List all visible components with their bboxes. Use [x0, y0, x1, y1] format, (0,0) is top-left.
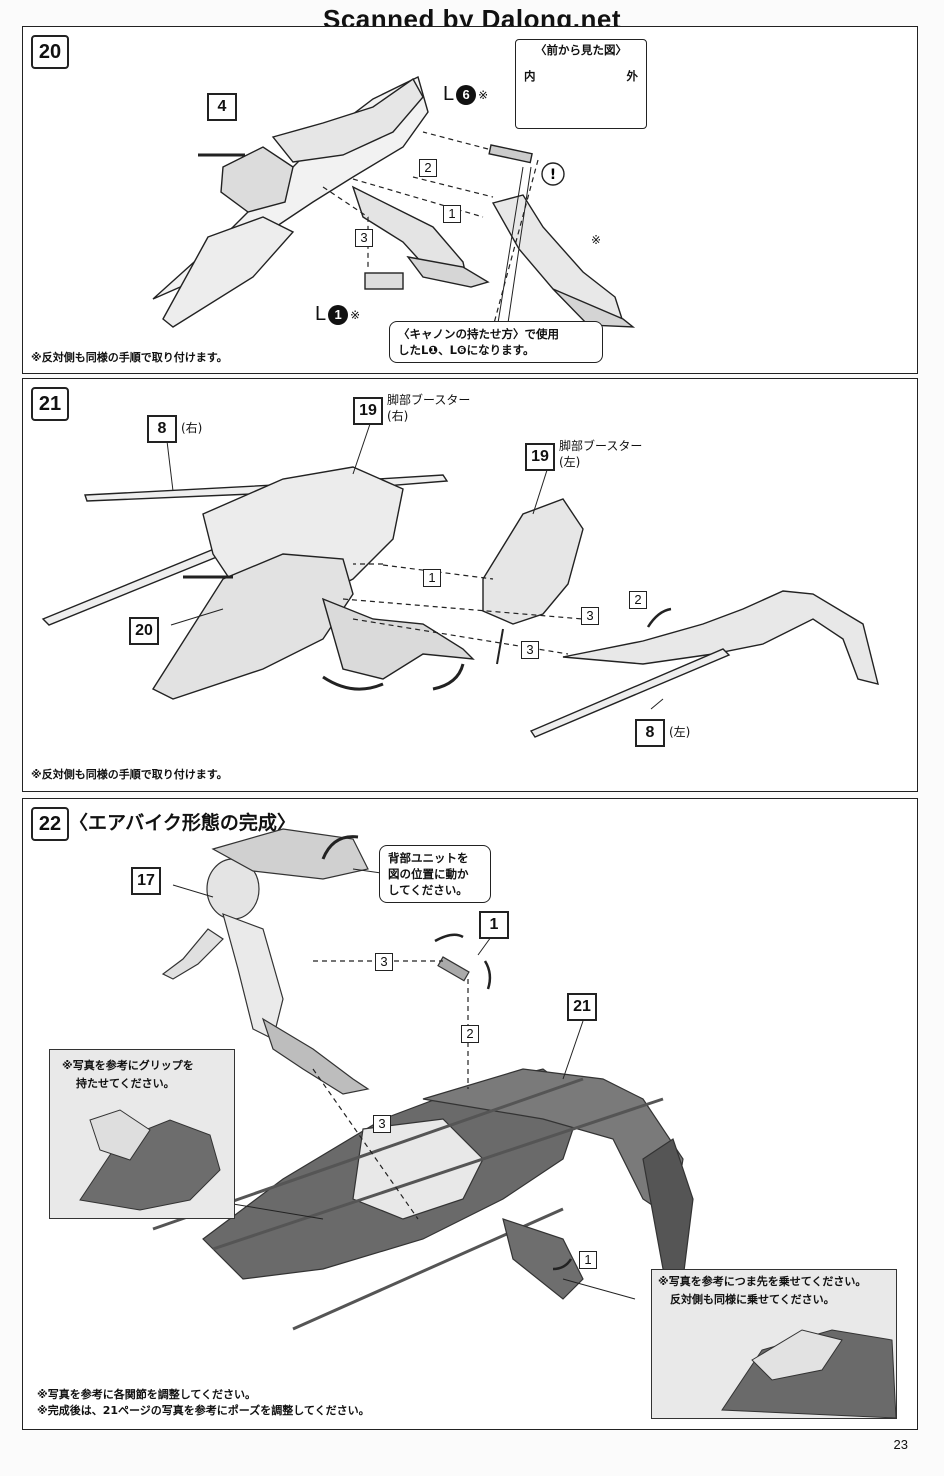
footnote: ※写真を参考に各関節を調整してください。: [37, 1388, 257, 1401]
runner-number: 6: [456, 84, 477, 105]
step-order-2: 2: [629, 591, 647, 609]
toe-photo-box: ※写真を参考につま先を乗せてください。 反対側も同様に乗せてください。: [651, 1269, 897, 1419]
toe-note-line: 反対側も同様に乗せてください。: [670, 1293, 835, 1306]
cannon-note: 〈キャノンの持たせ方〉で使用 したL❶、L❻になります。: [389, 321, 603, 363]
step-20-panel: 20: [22, 26, 918, 374]
step-order-2: 2: [461, 1025, 479, 1043]
right-arm: [491, 194, 625, 323]
bike-pale-parts: [352, 1118, 484, 1220]
warning-icon: !: [550, 167, 556, 183]
step-number: 20: [31, 35, 69, 69]
figure-arm: [161, 928, 224, 980]
step-order-1: 1: [579, 1251, 597, 1269]
step-order-3: 3: [521, 641, 539, 659]
grip-note-line: 持たせてください。: [76, 1077, 175, 1090]
part-label-l6: L 6 ※: [443, 83, 488, 106]
lower-blade: [162, 216, 295, 328]
booster-label: 脚部ブースター: [387, 393, 471, 407]
assembly-claw: [321, 597, 475, 680]
step-number: 21: [31, 387, 69, 421]
side-label-left: (左): [669, 725, 691, 739]
grip-note-line: ※写真を参考にグリップを: [62, 1059, 194, 1072]
runner-letter: L: [443, 83, 455, 105]
mirror-mark: ※: [478, 87, 489, 102]
grip-photo: [79, 1109, 221, 1211]
step-order-3: 3: [355, 229, 373, 247]
part-ref-19: 19: [353, 397, 383, 425]
part-ref-21: 21: [567, 993, 597, 1021]
pin-l6: [488, 144, 533, 164]
mirror-mark: ※: [591, 233, 602, 247]
step-title: 〈エアバイク形態の完成〉: [69, 812, 296, 834]
left-wing: [562, 590, 879, 685]
step-order-3: 3: [581, 607, 599, 625]
outer-label: 外: [626, 69, 639, 83]
booster-side: (右): [387, 409, 409, 423]
step-21-illustration: [41, 420, 879, 738]
part-ref-8: 8: [147, 415, 177, 443]
runner-number: 1: [328, 304, 349, 325]
note-line: 図の位置に動か: [388, 867, 469, 881]
page-number: 23: [893, 1437, 908, 1452]
back-unit: [211, 828, 369, 880]
footnote: ※反対側も同様の手順で取り付けます。: [31, 351, 228, 364]
grip-photo-box: ※写真を参考にグリップを 持たせてください。: [49, 1049, 235, 1219]
booster-19-left: [482, 498, 584, 625]
part-ref-8: 8: [635, 719, 665, 747]
toe-note-line: ※写真を参考につま先を乗せてください。: [658, 1275, 867, 1288]
back-unit-note: 背部ユニットを 図の位置に動か してください。: [379, 845, 491, 903]
note-line: したL❶、L❻になります。: [398, 343, 535, 357]
front-view-title: 〈前から見た図〉: [535, 43, 627, 57]
note-line: 〈キャノンの持たせ方〉で使用: [398, 327, 559, 341]
note-line: 背部ユニットを: [388, 851, 469, 865]
step-order-3: 3: [373, 1115, 391, 1133]
part-ref-17: 17: [131, 867, 161, 895]
part-ref-19: 19: [525, 443, 555, 471]
mid-blade: [406, 255, 490, 288]
part-l1: [364, 272, 404, 290]
footnote: ※反対側も同様の手順で取り付けます。: [31, 768, 228, 781]
part-ref-1: 1: [479, 911, 509, 939]
part-ref-4: 4: [207, 93, 237, 121]
front-view-box: 〈前から見た図〉 内 外: [515, 39, 647, 129]
step-order-3: 3: [375, 953, 393, 971]
assembly-armor: [151, 553, 354, 700]
right-blade: [552, 288, 636, 328]
inner-label: 内: [524, 69, 536, 83]
side-label-right: (右): [181, 421, 203, 435]
step-number: 22: [31, 807, 69, 841]
bike-tail: [642, 1138, 694, 1280]
step-order-2: 2: [419, 159, 437, 177]
booster-side: (左): [559, 455, 581, 469]
toe-photo: [721, 1329, 896, 1418]
runner-letter: L: [315, 303, 327, 325]
upper-armor: [271, 77, 424, 163]
rod-8-left: [529, 648, 731, 738]
part-label-l1: L 1 ※: [315, 303, 360, 326]
step-order-1: 1: [423, 569, 441, 587]
step-22-photo: [152, 828, 694, 1331]
step-22-panel: 22 〈エアバイク形態の完成〉: [22, 798, 918, 1430]
figure-legs: [261, 1017, 370, 1095]
mirror-mark: ※: [350, 307, 361, 322]
footnote: ※完成後は、21ページの写真を参考にポーズを調整してください。: [37, 1404, 370, 1417]
figure-body: [222, 913, 284, 1040]
step-order-1: 1: [443, 205, 461, 223]
booster-label: 脚部ブースター: [559, 439, 643, 453]
step-21-panel: 21: [22, 378, 918, 792]
note-line: してください。: [388, 883, 468, 897]
chest-block: [220, 146, 294, 213]
part-ref-20: 20: [129, 617, 159, 645]
